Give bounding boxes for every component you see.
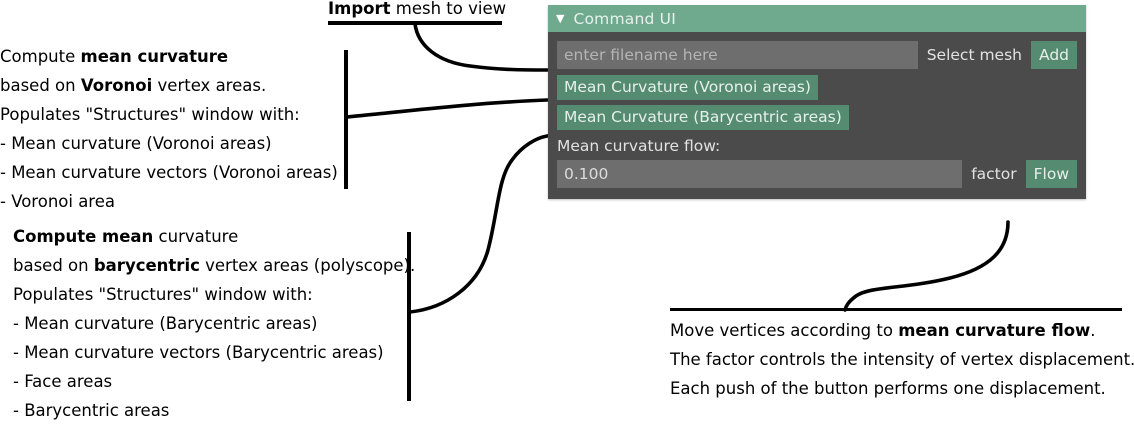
note-line: Populates "Structures" window with: <box>0 100 338 129</box>
note-line: Compute mean curvature <box>0 42 338 71</box>
mean-curvature-voronoi-button[interactable]: Mean Curvature (Voronoi areas) <box>557 75 818 100</box>
import-note: Import mesh to view <box>328 0 506 21</box>
note-text: Populates "Structures" window with: <box>0 105 300 124</box>
note-emphasis: Compute mean <box>13 227 154 246</box>
note-text: curvature <box>153 227 239 246</box>
note-text: - Barycentric areas <box>13 401 170 420</box>
note-text: - Mean curvature (Voronoi areas) <box>0 134 272 153</box>
connector-voronoi-to-button <box>345 98 549 119</box>
note-line: Move vertices according to mean curvatur… <box>670 316 1134 345</box>
voronoi-note-bracket <box>344 50 348 189</box>
note-text: - Face areas <box>13 372 113 391</box>
note-line: based on Voronoi vertex areas. <box>0 71 338 100</box>
note-line: Each push of the button performs one dis… <box>670 374 1134 403</box>
import-underline <box>328 21 502 25</box>
note-text: Move vertices according to <box>670 321 899 340</box>
note-emphasis: barycentric <box>93 256 200 275</box>
chevron-down-icon[interactable]: ▼ <box>556 12 565 25</box>
command-ui-header[interactable]: ▼ Command UI <box>548 5 1086 32</box>
note-text: vertex areas. <box>152 76 267 95</box>
filename-row: enter filename here Select mesh Add <box>557 41 1077 69</box>
factor-row: 0.100 factor Flow <box>557 160 1077 188</box>
note-line: - Voronoi area <box>0 187 338 216</box>
mean-curvature-flow-label: Mean curvature flow: <box>557 137 721 155</box>
connector-import-to-filename <box>413 22 549 72</box>
command-ui-title: Command UI <box>573 9 676 28</box>
note-line: based on barycentric vertex areas (polys… <box>13 251 415 280</box>
note-text: - Mean curvature vectors (Barycentric ar… <box>13 343 384 362</box>
factor-input[interactable]: 0.100 <box>557 160 963 188</box>
note-text: based on <box>0 76 81 95</box>
import-note-bold: Import <box>328 0 391 18</box>
note-line: The factor controls the intensity of ver… <box>670 345 1134 374</box>
note-text: - Voronoi area <box>0 192 115 211</box>
note-line: - Mean curvature (Voronoi areas) <box>0 129 338 158</box>
note-text: - Mean curvature vectors (Voronoi areas) <box>0 163 338 182</box>
mean-curvature-barycentric-button[interactable]: Mean Curvature (Barycentric areas) <box>557 105 849 130</box>
note-text: Compute <box>0 47 81 66</box>
command-ui-panel: ▼ Command UI enter filename here Select … <box>548 5 1086 199</box>
add-button[interactable]: Add <box>1030 41 1077 69</box>
filename-input[interactable]: enter filename here <box>557 41 918 69</box>
connector-flow-to-note <box>843 220 1010 312</box>
import-note-rest: mesh to view <box>390 0 507 18</box>
factor-label: factor <box>971 165 1017 183</box>
note-line: - Mean curvature vectors (Voronoi areas) <box>0 158 338 187</box>
flow-note-underline <box>670 308 1122 311</box>
note-text: vertex areas (polyscope). <box>199 256 416 275</box>
barycentric-note-bracket <box>407 232 411 401</box>
connector-barycentric-to-button <box>408 134 549 314</box>
note-line: - Mean curvature (Barycentric areas) <box>13 309 415 338</box>
note-text: - Mean curvature (Barycentric areas) <box>13 314 318 333</box>
note-line: Compute mean curvature <box>13 222 415 251</box>
note-text: The factor controls the intensity of ver… <box>670 350 1134 369</box>
flow-button[interactable]: Flow <box>1025 160 1077 188</box>
note-text: Each push of the button performs one dis… <box>670 379 1106 398</box>
note-line: - Face areas <box>13 367 415 396</box>
note-emphasis: Voronoi <box>80 76 153 95</box>
flow-note: Move vertices according to mean curvatur… <box>670 316 1134 403</box>
command-ui-body: enter filename here Select mesh Add Mean… <box>548 32 1086 199</box>
note-emphasis: mean curvature <box>80 47 229 66</box>
note-emphasis: mean curvature flow <box>898 321 1091 340</box>
note-line: - Mean curvature vectors (Barycentric ar… <box>13 338 415 367</box>
note-line: - Barycentric areas <box>13 396 415 425</box>
note-text: based on <box>13 256 94 275</box>
note-line: Populates "Structures" window with: <box>13 280 415 309</box>
note-text: Populates "Structures" window with: <box>13 285 313 304</box>
select-mesh-label: Select mesh <box>926 46 1022 64</box>
note-text: . <box>1090 321 1096 340</box>
